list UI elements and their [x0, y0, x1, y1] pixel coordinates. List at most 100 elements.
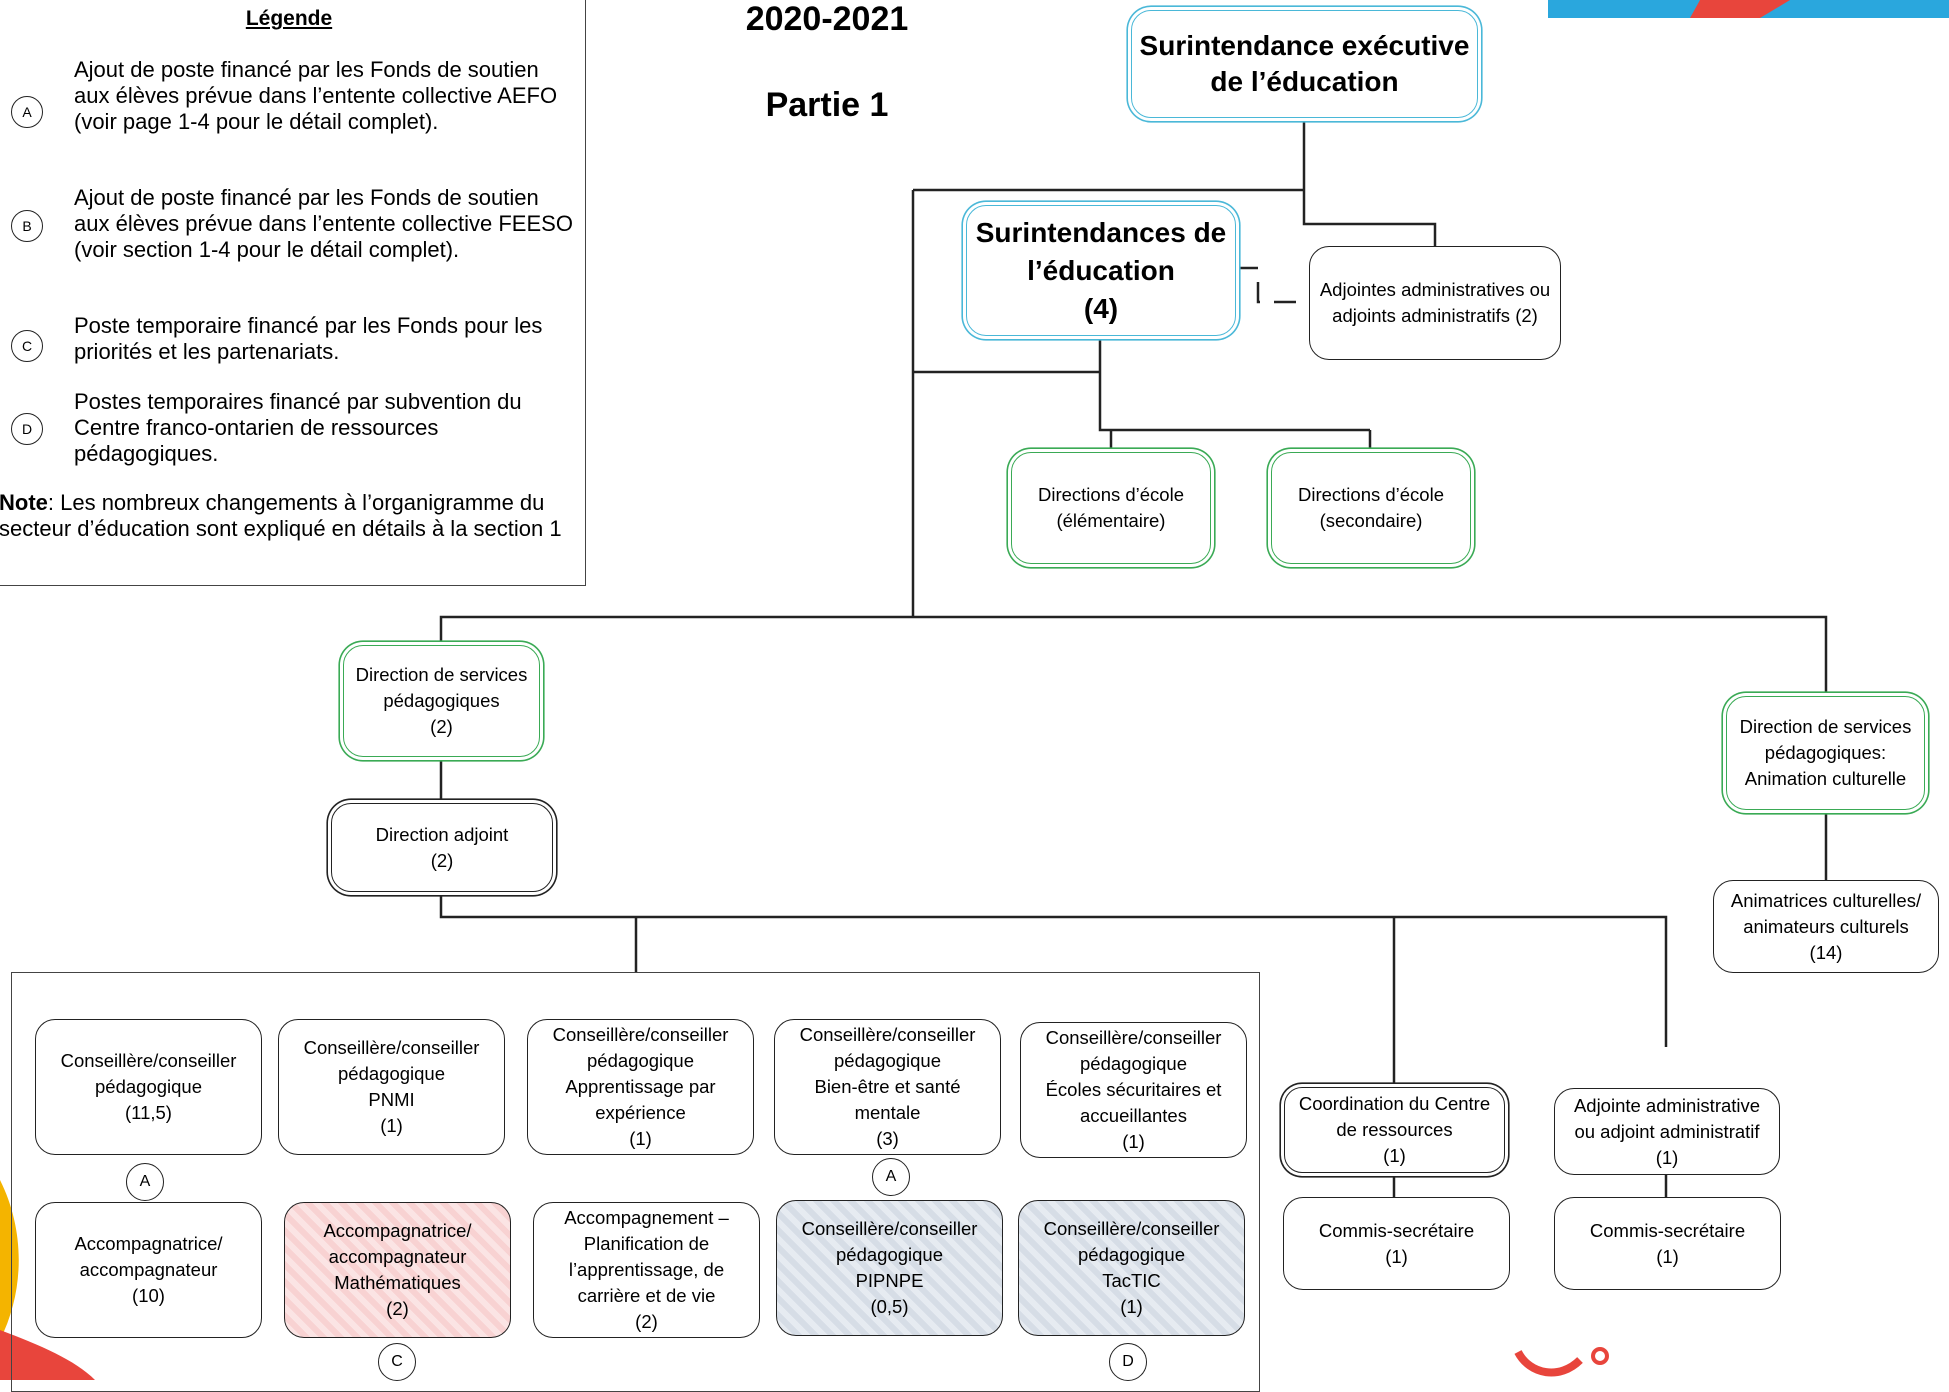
node-conseil-2-line1: Conseillère/conseiller	[303, 1037, 480, 1058]
node-conseil-1-line3: (11,5)	[125, 1102, 172, 1123]
node-conseil-4-line1: Conseillère/conseiller	[799, 1024, 976, 1045]
node-surintendances-line3: (4)	[1083, 292, 1119, 324]
node-conseil-5-line4: accueillantes	[1080, 1105, 1187, 1126]
node-adjointes-admin-top-line1: Adjointes administratives ou	[1319, 279, 1551, 300]
bottom-left-swoosh-yellow	[0, 1180, 19, 1380]
node-commis-2-line1: Commis-secrétaire	[1589, 1219, 1746, 1241]
node-directions-elementaire-line2: (élémentaire)	[1056, 510, 1166, 531]
node-coordination-line1: Coordination du Centre	[1298, 1093, 1491, 1114]
node-conseil-tactic-line3: TacTIC	[1102, 1270, 1161, 1291]
logo-mark	[1514, 1349, 1583, 1377]
node-commis-1-line2: (1)	[1385, 1245, 1408, 1267]
node-direction-services-line2: pédagogiques	[383, 690, 500, 711]
node-conseil-pipnpe-line4: (0,5)	[870, 1296, 909, 1317]
node-conseil-3-line2: pédagogique	[587, 1050, 694, 1071]
node-direction-services-line1: Direction de services	[355, 664, 528, 685]
node-conseil-pipnpe-line2: pédagogique	[836, 1244, 943, 1265]
legend-marker-a: A	[11, 96, 43, 128]
legend-text-d: Postes temporaires financé par subventio…	[74, 389, 522, 466]
node-animateurs-line2: animateurs culturels	[1743, 915, 1909, 937]
node-conseil-3-line1: Conseillère/conseiller	[552, 1024, 729, 1045]
node-animateurs: Animatrices culturelles/animateurs cultu…	[1713, 880, 1939, 973]
node-accomp-2-line2: accompagnateur	[328, 1246, 467, 1267]
node-conseil-tactic-line1: Conseillère/conseiller	[1043, 1218, 1220, 1239]
legend-title: Légende	[245, 7, 333, 30]
node-accomp-2-line1: Accompagnatrice/	[323, 1220, 472, 1241]
node-accomp-2-line4: (2)	[386, 1298, 409, 1319]
node-adjointes-admin-top-line2: adjoints administratifs (2)	[1332, 305, 1538, 326]
legend-text-c: Poste temporaire financé par les Fonds p…	[74, 313, 543, 364]
node-surintendance-executive-line1: Surintendance exécutive	[1139, 30, 1470, 61]
node-conseil-1-line2: pédagogique	[95, 1076, 202, 1097]
node-conseil-5-line3: Écoles sécuritaires et	[1045, 1079, 1222, 1100]
node-accomp-3-line2: Planification de	[583, 1233, 710, 1254]
node-commis-2: Commis-secrétaire (1)	[1554, 1197, 1781, 1290]
node-conseil-1: Conseillère/conseiller pédagogique (11,5)	[35, 1019, 262, 1155]
node-conseil-tactic-line2: pédagogique	[1078, 1244, 1185, 1265]
top-right-banner-accent	[1690, 0, 1790, 18]
node-direction-animation-line2: pédagogiques:	[1764, 742, 1887, 763]
node-conseil-3-line5: (1)	[629, 1128, 652, 1149]
legend-text-a: Ajout de poste financé par les Fonds de …	[74, 57, 558, 134]
bottom-left-swoosh-red	[0, 1330, 95, 1380]
node-conseil-4-line2: pédagogique	[834, 1050, 941, 1071]
node-adjointes-admin-top: Adjointes administratives ou adjoints adm…	[1309, 246, 1561, 360]
node-animateurs-line3: (14)	[1809, 941, 1843, 963]
logo-dot	[1591, 1347, 1609, 1365]
node-conseil-4-line3: Bien-être et santé	[814, 1076, 961, 1097]
marker-a-conseil-1: A	[126, 1163, 164, 1201]
node-conseil-2-line3: PNMI	[368, 1089, 415, 1110]
legend-marker-d: D	[11, 413, 43, 445]
node-commis-2-line2: (1)	[1656, 1245, 1679, 1267]
marker-a-conseil-4: A	[872, 1158, 910, 1196]
node-directions-secondaire: Directions d’école (secondaire)	[1271, 452, 1471, 564]
node-conseil-5-line1: Conseillère/conseiller	[1045, 1027, 1222, 1048]
node-directions-elementaire: Directions d’école(élémentaire)	[1011, 452, 1211, 564]
node-conseil-4-line5: (3)	[876, 1128, 899, 1149]
node-direction-adjoint-line1: Direction adjoint	[375, 823, 509, 845]
node-conseil-pipnpe-line3: PIPNPE	[855, 1270, 924, 1291]
node-accomp-1-line1: Accompagnatrice/	[74, 1233, 223, 1254]
node-conseil-4-line4: mentale	[854, 1102, 921, 1123]
node-adjointe-admin-line1: Adjointe administrative	[1573, 1094, 1761, 1116]
year-title: 2020-2021	[745, 0, 909, 38]
node-direction-animation-line3: Animation culturelle	[1744, 768, 1907, 789]
node-direction-adjoint-line2: (2)	[430, 849, 454, 871]
legend-marker-b: B	[11, 210, 43, 242]
node-animateurs-line1: Animatrices culturelles/	[1730, 889, 1922, 911]
node-conseil-5-line5: (1)	[1122, 1131, 1145, 1152]
node-conseil-5-line2: pédagogique	[1080, 1053, 1187, 1074]
node-accomp-1: Accompagnatrice/accompagnateur(10)	[35, 1202, 262, 1338]
node-commis-1: Commis-secrétaire(1)	[1283, 1197, 1510, 1290]
node-accomp-3-line4: carrière et de vie	[577, 1285, 716, 1306]
node-accomp-3-line1: Accompagnement –	[564, 1207, 729, 1228]
legend-text-b: Ajout de poste financé par les Fonds de …	[74, 185, 573, 262]
node-conseil-1-line1: Conseillère/conseiller	[60, 1050, 237, 1071]
node-conseil-3-line3: Apprentissage par	[565, 1076, 716, 1097]
node-conseil-tactic-line4: (1)	[1120, 1296, 1143, 1317]
node-directions-secondaire-line2: (secondaire)	[1319, 510, 1423, 531]
node-coordination-line3: (1)	[1383, 1145, 1406, 1166]
node-surintendances-line1: Surintendances de	[975, 216, 1227, 248]
node-direction-adjoint: Direction adjoint (2)	[331, 803, 553, 892]
node-directions-secondaire-line1: Directions d’école	[1297, 484, 1444, 505]
node-accomp-2-line3: Mathématiques	[334, 1272, 461, 1293]
node-accomp-3-line5: (2)	[635, 1311, 658, 1332]
node-accomp-1-line3: (10)	[132, 1285, 165, 1306]
node-conseil-pipnpe-line1: Conseillère/conseiller	[801, 1218, 978, 1239]
node-adjointe-admin-line2: ou adjoint administratif	[1574, 1120, 1760, 1142]
node-conseil-3-line4: expérience	[595, 1102, 686, 1123]
part-title: Partie 1	[765, 86, 889, 124]
